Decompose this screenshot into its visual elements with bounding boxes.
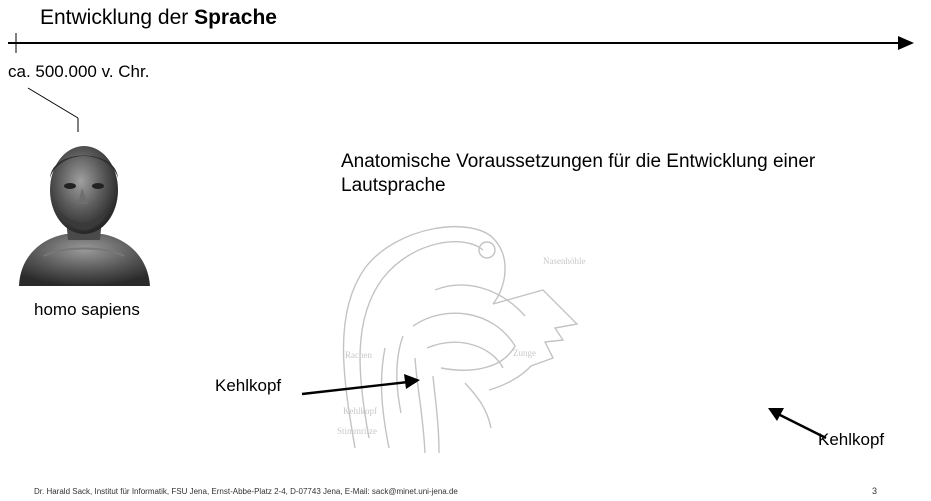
slide-footer: Dr. Harald Sack, Institut für Informatik… [34, 487, 458, 496]
arrow-left-head [404, 374, 420, 389]
arrow-left-line [302, 382, 408, 394]
arrow-right-line [778, 414, 826, 438]
page-number: 3 [872, 486, 877, 496]
